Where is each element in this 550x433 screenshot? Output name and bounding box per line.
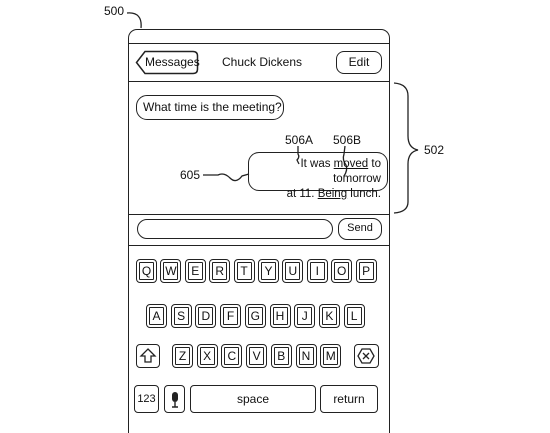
key-c[interactable]: C bbox=[221, 344, 243, 368]
key-k[interactable]: K bbox=[318, 304, 340, 328]
delete-icon bbox=[357, 348, 375, 364]
key-t[interactable]: T bbox=[233, 259, 255, 283]
microphone-icon bbox=[172, 392, 178, 408]
key-l[interactable]: L bbox=[343, 304, 365, 328]
leader-506a bbox=[296, 146, 300, 165]
key-r[interactable]: R bbox=[209, 259, 231, 283]
key-b[interactable]: B bbox=[270, 344, 292, 368]
word-being[interactable]: Being bbox=[317, 188, 348, 200]
message-text: It was bbox=[300, 158, 334, 170]
key-f[interactable]: F bbox=[220, 304, 242, 328]
phone-frame bbox=[128, 29, 390, 433]
key-g[interactable]: G bbox=[244, 304, 266, 328]
edit-button[interactable]: Edit bbox=[336, 51, 382, 74]
conversation-title: Chuck Dickens bbox=[222, 55, 303, 69]
key-m[interactable]: M bbox=[320, 344, 342, 368]
ref-label-506a: 506A bbox=[285, 133, 314, 147]
shift-key[interactable] bbox=[136, 344, 160, 368]
ref-label-502: 502 bbox=[424, 143, 445, 157]
ref-label-506b: 506B bbox=[333, 133, 362, 147]
message-text: to tomorrow bbox=[333, 158, 381, 185]
leader-605 bbox=[203, 173, 250, 182]
leader-506b bbox=[342, 145, 348, 177]
key-y[interactable]: Y bbox=[258, 259, 279, 283]
key-p[interactable]: P bbox=[355, 259, 377, 283]
space-key[interactable]: space bbox=[190, 385, 316, 413]
numbers-key[interactable]: 123 bbox=[134, 385, 159, 413]
ref-label-500: 500 bbox=[104, 4, 125, 18]
key-u[interactable]: U bbox=[282, 259, 304, 283]
outgoing-message-bubble: It was moved to tomorrow at 11. Being lu… bbox=[248, 152, 388, 200]
status-bar-divider bbox=[128, 43, 390, 44]
ref-label-605: 605 bbox=[180, 168, 201, 182]
key-o[interactable]: O bbox=[331, 259, 353, 283]
nav-bar-divider bbox=[128, 81, 390, 82]
messages-back-button[interactable]: Messages bbox=[135, 50, 200, 75]
key-h[interactable]: H bbox=[269, 304, 291, 328]
key-a[interactable]: A bbox=[146, 304, 167, 328]
key-s[interactable]: S bbox=[170, 304, 192, 328]
return-key[interactable]: return bbox=[320, 385, 378, 413]
message-text: lunch. bbox=[347, 188, 381, 200]
key-x[interactable]: X bbox=[196, 344, 218, 368]
word-moved[interactable]: moved bbox=[333, 158, 369, 170]
key-z[interactable]: Z bbox=[172, 344, 193, 368]
key-w[interactable]: W bbox=[160, 259, 182, 283]
message-text: at 11. bbox=[286, 188, 318, 200]
leader-500 bbox=[126, 12, 142, 29]
key-q[interactable]: Q bbox=[136, 259, 157, 283]
incoming-message-bubble: What time is the meeting? bbox=[136, 95, 284, 120]
key-d[interactable]: D bbox=[195, 304, 217, 328]
send-button[interactable]: Send bbox=[338, 218, 382, 240]
brace-502 bbox=[393, 82, 419, 214]
key-v[interactable]: V bbox=[246, 344, 268, 368]
key-e[interactable]: E bbox=[184, 259, 206, 283]
key-j[interactable]: J bbox=[294, 304, 316, 328]
key-n[interactable]: N bbox=[295, 344, 317, 368]
shift-arrow-icon bbox=[139, 348, 157, 363]
delete-key[interactable] bbox=[354, 344, 379, 368]
key-i[interactable]: I bbox=[306, 259, 328, 283]
dictation-key[interactable] bbox=[164, 385, 185, 413]
back-arrow-shape bbox=[135, 50, 199, 75]
message-input[interactable] bbox=[137, 219, 333, 239]
conversation-divider bbox=[128, 214, 390, 215]
keyboard-divider bbox=[128, 245, 390, 246]
back-button-label: Messages bbox=[145, 55, 200, 69]
